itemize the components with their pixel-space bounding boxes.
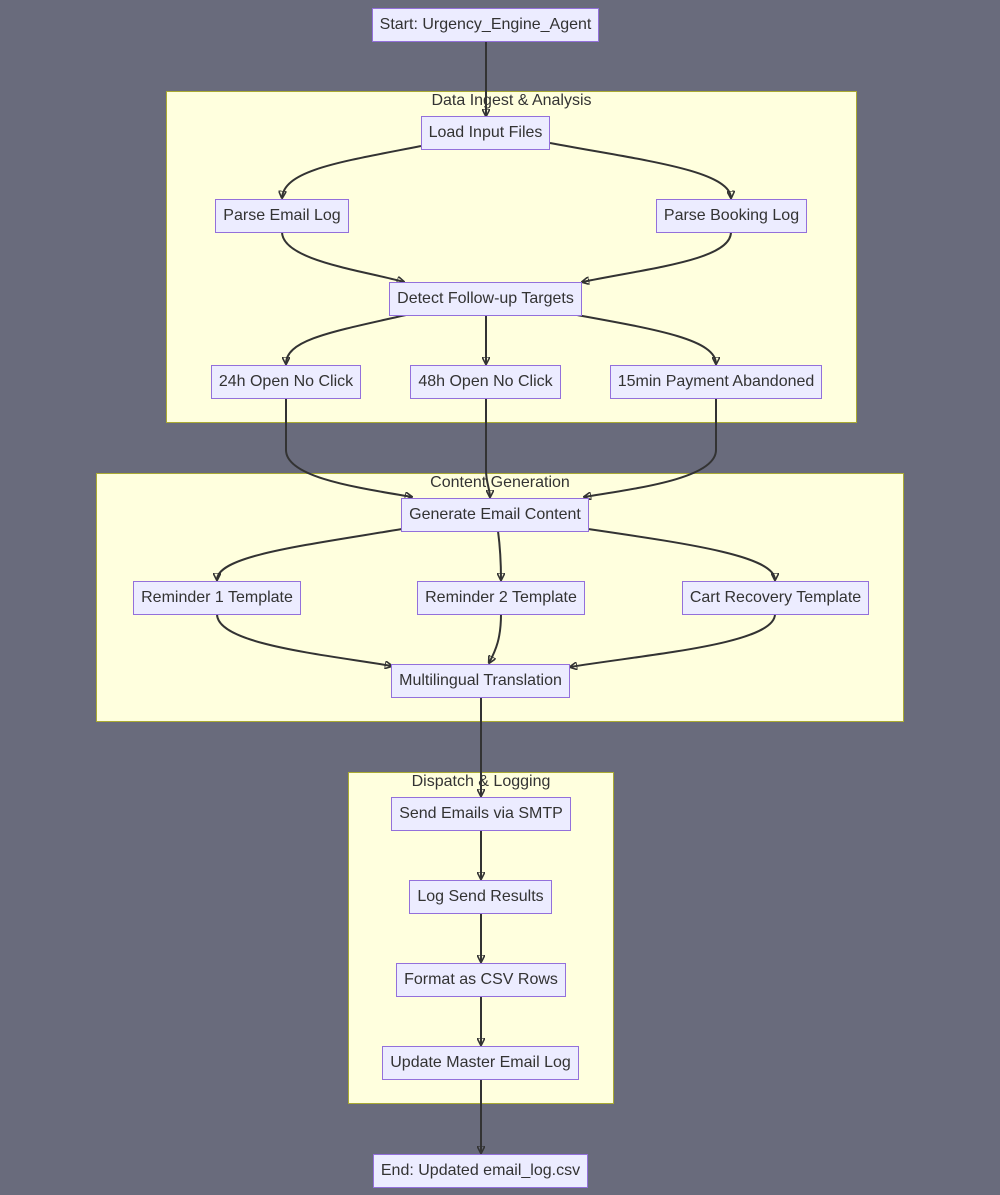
cluster-title-data-ingest: Data Ingest & Analysis xyxy=(431,92,592,109)
edge-parse-email-detect xyxy=(281,231,404,282)
edge-open24-generate xyxy=(285,398,412,497)
node-multilingual-translation: Multilingual Translation xyxy=(391,664,570,698)
edge-generate-cart xyxy=(587,528,775,580)
node-send-emails-via-smtp: Send Emails via SMTP xyxy=(391,797,571,831)
edge-pay15-generate xyxy=(584,398,717,497)
node-48h-open-no-click: 48h Open No Click xyxy=(410,365,561,399)
node-parse-booking-log: Parse Booking Log xyxy=(656,199,807,233)
node-load-input-files: Load Input Files xyxy=(421,116,550,150)
node-format-as-csv-rows: Format as CSV Rows xyxy=(396,963,566,997)
node-reminder-1-template: Reminder 1 Template xyxy=(133,581,301,615)
edge-rem1-translate xyxy=(216,613,392,666)
node-generate-email-content: Generate Email Content xyxy=(401,498,589,532)
node-24h-open-no-click: 24h Open No Click xyxy=(211,365,361,399)
edge-open48-generate xyxy=(485,398,490,497)
node-cart-recovery-template: Cart Recovery Template xyxy=(682,581,869,615)
edge-cart-translate xyxy=(570,613,776,667)
node-detect-follow-up-targets: Detect Follow-up Targets xyxy=(389,282,582,316)
node-update-master-email-log: Update Master Email Log xyxy=(382,1046,579,1080)
node-15min-payment-abandoned: 15min Payment Abandoned xyxy=(610,365,822,399)
edge-load-parse-email xyxy=(282,145,422,198)
node-parse-email-log: Parse Email Log xyxy=(215,199,349,233)
node-start: Start: Urgency_Engine_Agent xyxy=(372,8,599,42)
edge-generate-rem1 xyxy=(217,528,403,580)
edge-generate-rem2 xyxy=(498,530,501,580)
edge-parse-booking-detect xyxy=(582,231,732,282)
node-reminder-2-template: Reminder 2 Template xyxy=(417,581,585,615)
node-end: End: Updated email_log.csv xyxy=(373,1154,588,1188)
edge-detect-open24 xyxy=(286,314,407,364)
edge-detect-pay15 xyxy=(576,314,716,364)
cluster-title-content-generation: Content Generation xyxy=(430,474,570,491)
edge-rem2-translate xyxy=(489,613,502,663)
node-log-send-results: Log Send Results xyxy=(409,880,552,914)
edge-load-parse-booking xyxy=(549,142,731,198)
